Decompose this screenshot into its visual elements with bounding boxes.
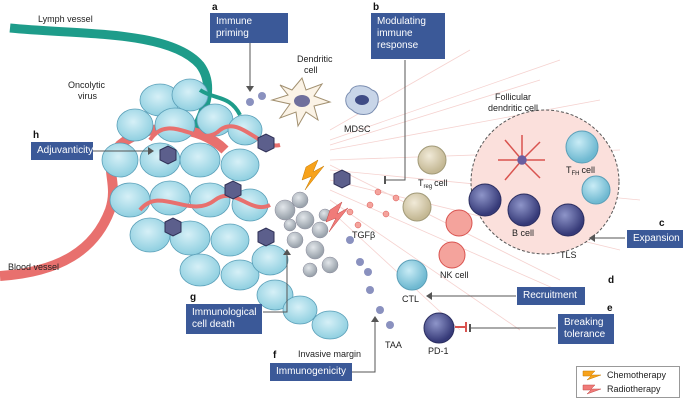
tumour-lymph-branch [198,88,242,116]
oncolytic-virus-label-2: virus [78,91,98,101]
pd1-t-cell [423,312,455,344]
panel-letter-c: c [659,218,665,229]
dendritic-cell-label-2: cell [304,65,318,75]
breaking-tolerance-box: Breaking tolerance [558,314,614,344]
oncolytic-virus [159,133,351,247]
nk-cell [438,241,466,269]
treg-cell-2 [402,192,432,222]
dying-cell-cluster [274,191,339,278]
oncolytic-virus-label: Oncolytic [68,80,106,90]
mdsc-label: MDSC [344,124,371,134]
follicular-dendritic-cell [498,135,545,181]
b-cell-label: B cell [512,228,534,238]
nk-cell-label: NK cell [440,270,469,280]
tfh-cell-2 [581,175,611,205]
chemotherapy-bolt [301,159,325,191]
follicular-label-2: dendritic cell [488,103,538,113]
dendritic-cell-label: Dendritic [297,54,333,64]
expansion-box: Expansion [627,230,683,248]
treg-cell [417,145,447,175]
panel-letter-d: d [608,275,615,286]
therapy-legend: Chemotherapy Radiotherapy [576,366,680,398]
panel-letter-e: e [607,303,613,314]
radiotherapy-bolt [325,201,349,233]
blood-vessel-label: Blood vessel [8,262,59,272]
panel-letter-f: f [273,350,277,361]
lymph-vessel-label: Lymph vessel [38,14,93,24]
immune-priming-box: Immune priming [210,13,288,43]
taa-antigens [246,92,394,329]
tgfb-molecules [346,188,400,229]
pd1-receptor [455,322,467,332]
recruitment-box: Recruitment [517,287,585,305]
adjuvanticity-box: Adjuvanticity [31,142,93,160]
legend-chemotherapy-label: Chemotherapy [607,370,667,380]
panel-letter-g: g [190,292,197,303]
radiotherapy-bolt-icon [582,384,602,395]
immunogenicity-box: Immunogenicity [270,363,352,381]
panel-letter-h: h [33,130,40,141]
invasive-margin-label: Invasive margin [298,349,361,359]
legend-radiotherapy-label: Radiotherapy [607,384,661,394]
dendritic-cell [270,76,332,128]
tfh-cell [565,130,599,164]
immunological-cell-death-box: Immunological cell death [186,304,262,334]
b-cells [468,183,585,237]
modulating-immune-response-box: Modulating immune response [371,13,445,59]
mdsc-cell [345,85,379,115]
connector-lines [92,38,625,373]
panel-letter-a: a [212,2,218,13]
ctl-label: CTL [402,294,419,304]
tgfb-label: TGFβ [352,230,375,240]
nk-cell-upper [445,209,473,237]
taa-label: TAA [385,340,402,350]
tls-label: TLS [560,250,577,260]
ctl-cell [396,259,428,291]
pd1-label: PD-1 [428,346,449,356]
arrow-heads [148,86,595,332]
panel-letter-b: b [373,2,380,13]
chemotherapy-bolt-icon [582,370,602,381]
follicular-label: Follicular [495,92,531,102]
tumour-capillary [138,193,271,212]
